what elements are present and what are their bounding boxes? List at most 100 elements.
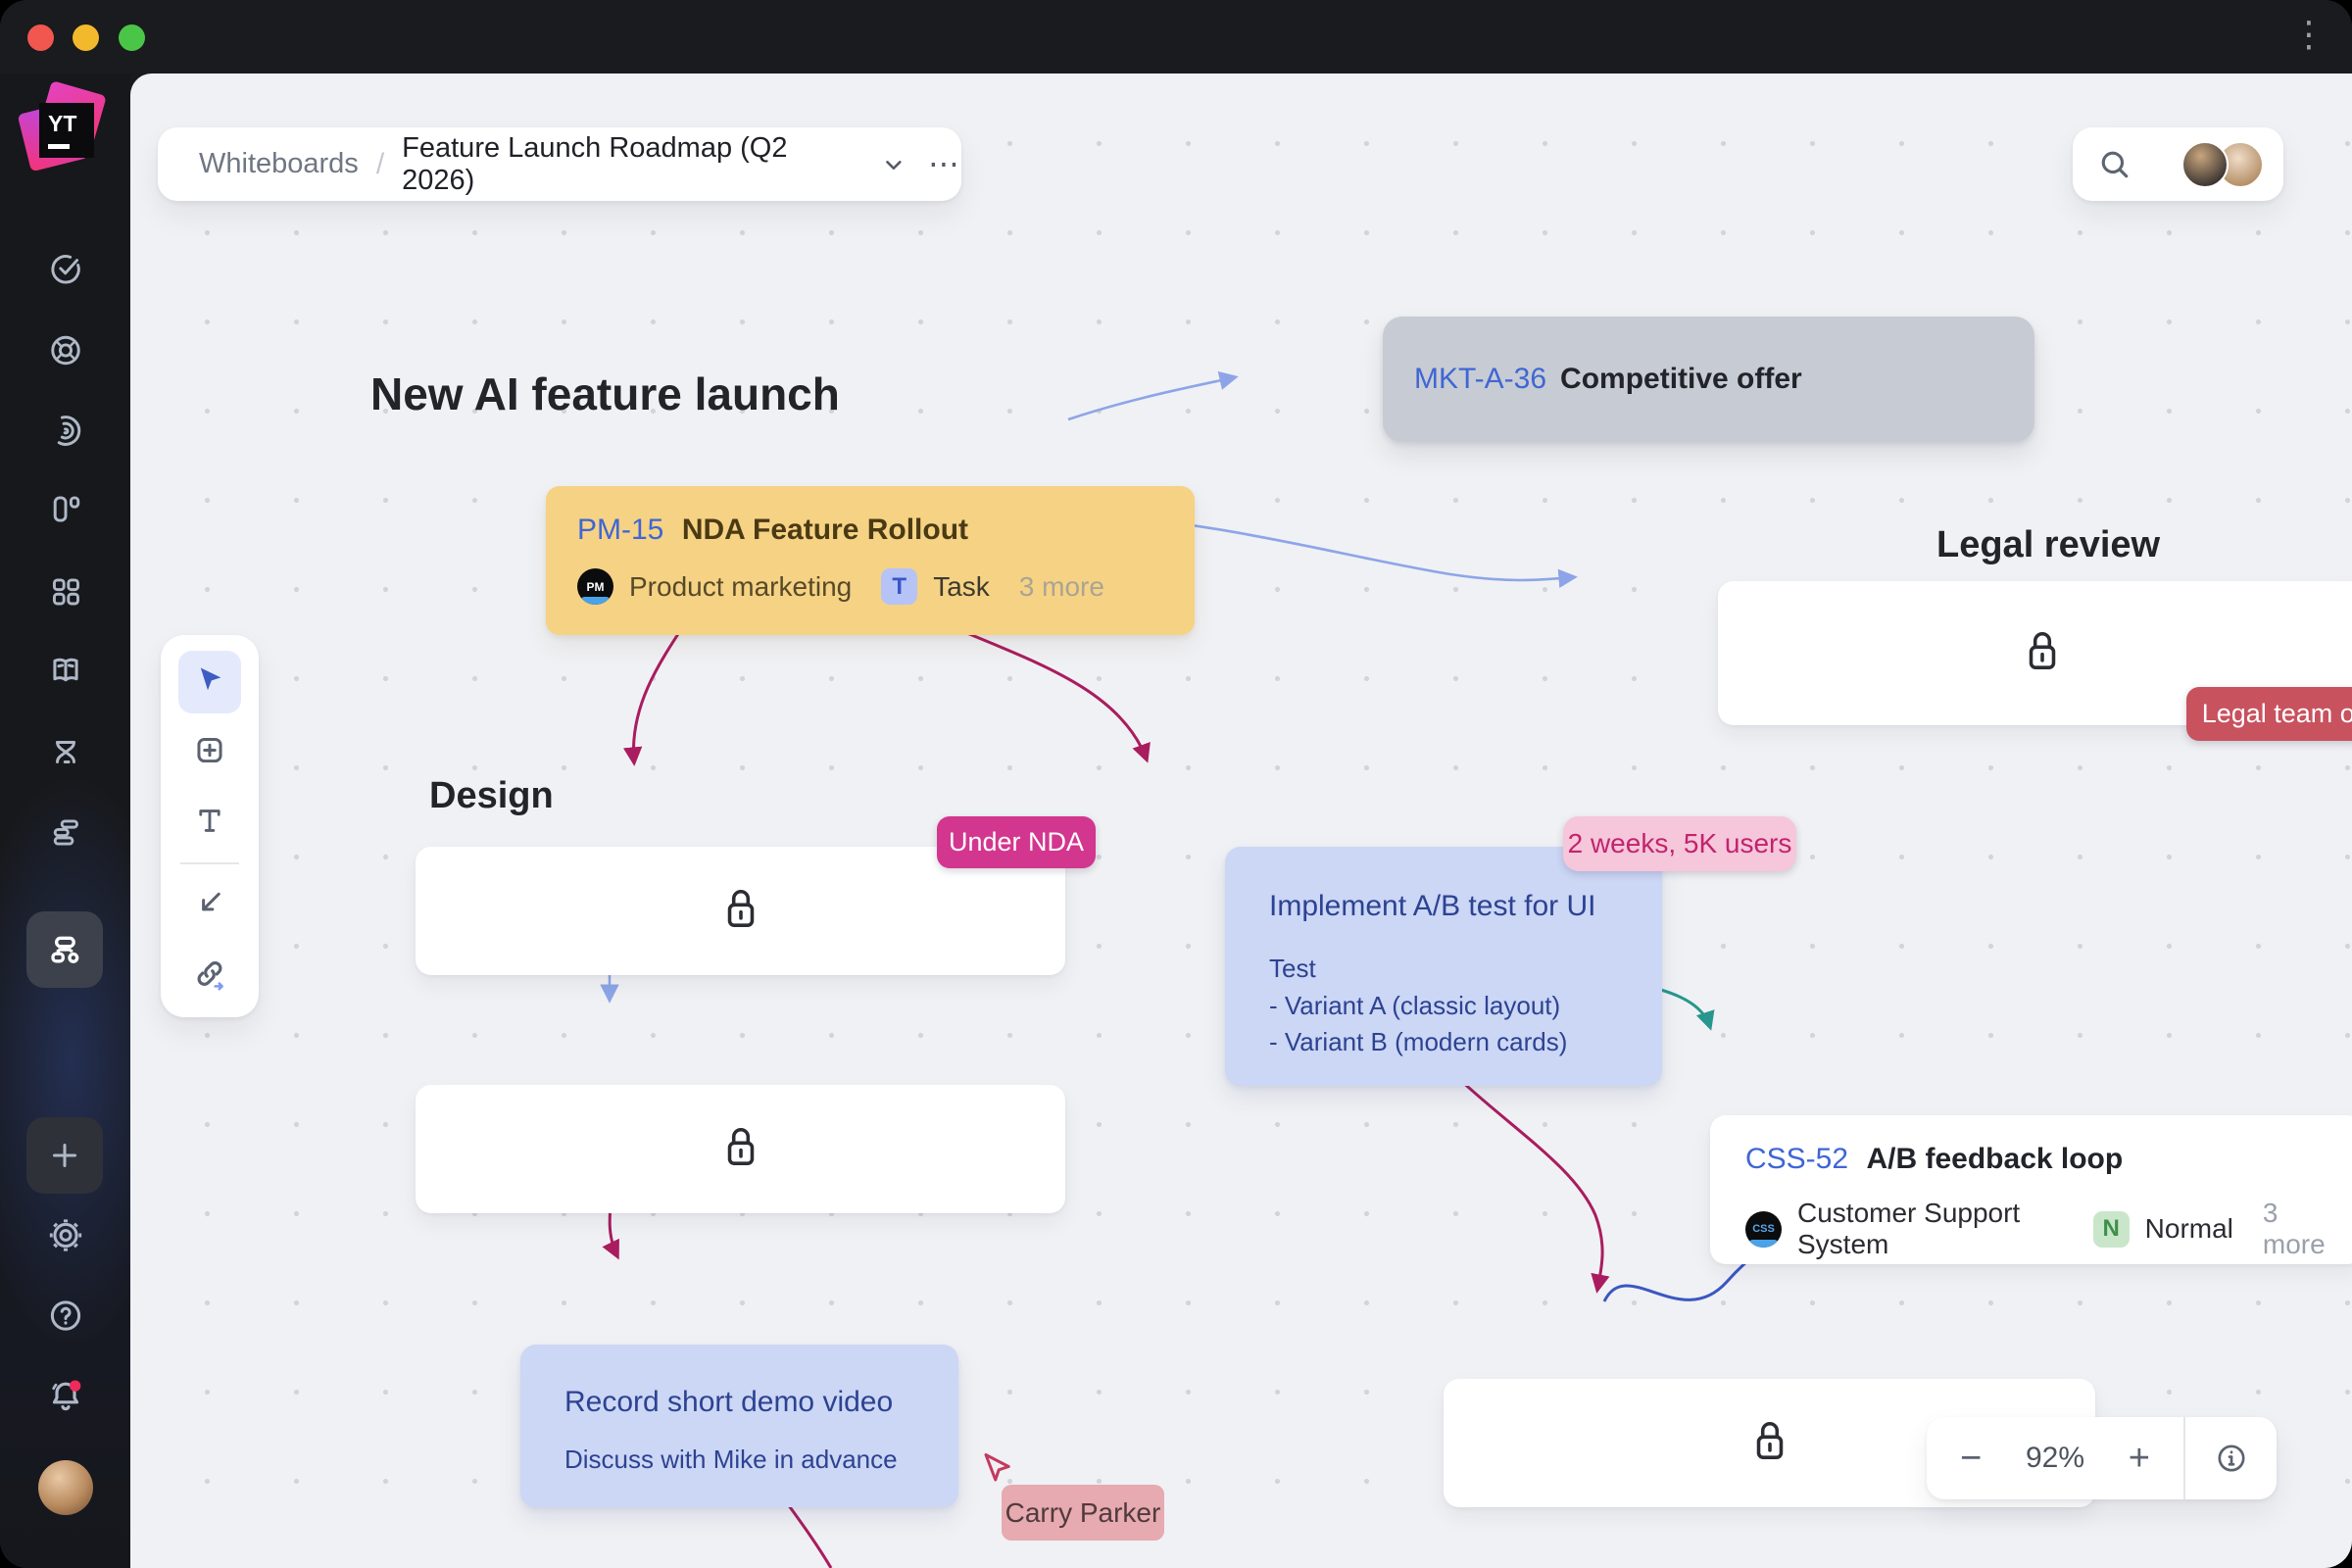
type-label: Task	[933, 570, 990, 602]
logo-square: YT	[39, 103, 94, 158]
chevron-down-icon[interactable]	[881, 152, 906, 177]
traffic-minimize-button[interactable]	[73, 24, 99, 51]
sidebar-item-helpdesk[interactable]	[47, 332, 83, 373]
check-circle-icon	[50, 255, 80, 284]
more-fields-label[interactable]: 3 more	[2262, 1198, 2326, 1259]
traffic-close-button[interactable]	[27, 24, 54, 51]
sidebar-item-timer[interactable]	[47, 413, 83, 454]
board-more-menu[interactable]: ⋯	[928, 146, 961, 182]
project-name: Customer Support System	[1797, 1198, 2021, 1259]
breadcrumb-separator: /	[375, 147, 385, 180]
logo-text: YT	[48, 110, 77, 136]
traffic-zoom-button[interactable]	[119, 24, 145, 51]
logo-underscore	[48, 143, 70, 149]
connector-tool[interactable]	[193, 887, 226, 925]
sidebar: YT	[0, 74, 130, 1568]
connectors-layer	[600, 370, 1822, 1568]
palette-divider	[180, 862, 239, 864]
notification-dot	[69, 1380, 80, 1392]
lock-icon	[720, 885, 761, 937]
issue-card-mkt[interactable]: MKT-A-36 Competitive offer	[1383, 317, 2034, 442]
sidebar-settings[interactable]	[47, 1217, 84, 1259]
window-menu-icon[interactable]: ⋮	[2291, 14, 2327, 54]
sidebar-item-gantt[interactable]	[47, 814, 83, 856]
sidebar-help[interactable]	[47, 1298, 84, 1340]
issue-title: A/B feedback loop	[1866, 1143, 2124, 1175]
title-bar: ⋮	[0, 0, 2352, 74]
book-icon	[52, 658, 78, 682]
link-tool[interactable]	[192, 956, 227, 997]
grid-icon	[52, 578, 79, 606]
sidebar-user-avatar[interactable]	[37, 1460, 93, 1515]
issue-card-css[interactable]: CSS-52 A/B feedback loop CSS Customer Su…	[1710, 1115, 2352, 1264]
cursor-icon	[200, 667, 221, 691]
zoom-toolbar-divider	[2183, 1417, 2185, 1499]
zoom-in-button[interactable]: +	[2128, 1438, 2150, 1479]
info-button[interactable]	[2185, 1417, 2277, 1499]
tool-palette	[161, 635, 259, 1017]
locked-card-design-2[interactable]	[416, 1085, 1065, 1213]
project-avatar: CSS	[1745, 1210, 1782, 1248]
sidebar-add-button[interactable]	[26, 1117, 103, 1194]
plus-icon	[53, 1144, 76, 1167]
help-icon	[50, 1300, 80, 1331]
square-plus-icon	[197, 737, 222, 763]
note-line: - Variant B (modern cards)	[1269, 1027, 1568, 1057]
issue-title: NDA Feature Rollout	[681, 514, 969, 546]
note-title: Record short demo video	[564, 1386, 894, 1418]
zoom-out-button[interactable]: −	[1960, 1438, 1983, 1479]
breadcrumb-current-title[interactable]: Feature Launch Roadmap (Q2 2026)	[402, 131, 788, 196]
sidebar-notifications[interactable]	[46, 1377, 85, 1421]
breadcrumb-root-link[interactable]: Whiteboards	[199, 148, 359, 179]
lifebuoy-icon	[50, 335, 80, 366]
legal-team-only-badge[interactable]: Legal team only	[2186, 687, 2352, 741]
zoom-toolbar: − 92% +	[1927, 1417, 2277, 1499]
note-card-ab-test[interactable]: Implement A/B test for UI Test - Variant…	[1225, 847, 1662, 1086]
sidebar-item-whiteboards-active[interactable]	[26, 911, 103, 988]
sidebar-item-dashboards[interactable]	[47, 573, 83, 614]
lock-icon	[2022, 627, 2063, 679]
note-line: Test	[1269, 954, 1316, 983]
sidebar-item-boards[interactable]	[47, 491, 83, 532]
double-chevron-right-icon	[48, 1563, 83, 1568]
sidebar-item-tasks[interactable]	[47, 251, 83, 292]
legal-section-label[interactable]: Legal review	[1936, 524, 2161, 565]
issue-id-link[interactable]: PM-15	[577, 514, 664, 546]
sidebar-item-knowledge-base[interactable]	[47, 653, 84, 695]
project-name: Product marketing	[629, 570, 853, 602]
info-icon	[2217, 1445, 2245, 1472]
presence-avatar-1[interactable]	[2181, 140, 2229, 188]
gear-icon	[49, 1219, 81, 1251]
whiteboard-flowchart-icon	[51, 936, 79, 963]
more-fields-label[interactable]: 3 more	[1018, 570, 1104, 602]
issue-title: Competitive offer	[1560, 363, 1802, 395]
sidebar-expand-button[interactable]	[48, 1563, 83, 1568]
whiteboard-canvas[interactable]: New AI feature launch Design Legal revie…	[130, 74, 2352, 1568]
select-tool[interactable]	[193, 663, 226, 702]
note-title: Implement A/B test for UI	[1269, 890, 1596, 922]
search-icon[interactable]	[2098, 148, 2132, 181]
priority-label: Normal	[2144, 1213, 2233, 1244]
issue-id-link[interactable]: CSS-52	[1745, 1143, 1849, 1175]
collaborator-cursor-icon	[984, 1453, 1010, 1482]
priority-badge: N	[2092, 1210, 2130, 1248]
text-tool[interactable]	[193, 805, 226, 843]
duration-badge[interactable]: 2 weeks, 5K users	[1563, 816, 1796, 871]
youtrack-logo[interactable]: YT	[17, 80, 107, 172]
issue-card-pm[interactable]: PM-15 NDA Feature Rollout PM Product mar…	[546, 486, 1195, 635]
connector-pm-to-mkt[interactable]	[1067, 370, 1239, 421]
text-icon	[199, 809, 220, 832]
board-title-text[interactable]: New AI feature launch	[370, 368, 840, 419]
arrow-down-left-icon	[202, 892, 220, 911]
design-section-label[interactable]: Design	[429, 775, 554, 816]
add-shape-tool[interactable]	[193, 734, 226, 772]
issue-id-link[interactable]: MKT-A-36	[1414, 363, 1547, 395]
zoom-level: 92%	[2025, 1442, 2085, 1474]
hourglass-icon	[55, 741, 75, 763]
sidebar-item-timesheets[interactable]	[47, 734, 83, 775]
avatar	[37, 1460, 93, 1515]
note-line: - Variant A (classic layout)	[1269, 990, 1561, 1020]
note-card-record-video[interactable]: Record short demo video Discuss with Mik…	[520, 1345, 958, 1507]
under-nda-badge[interactable]: Under NDA	[937, 816, 1096, 868]
